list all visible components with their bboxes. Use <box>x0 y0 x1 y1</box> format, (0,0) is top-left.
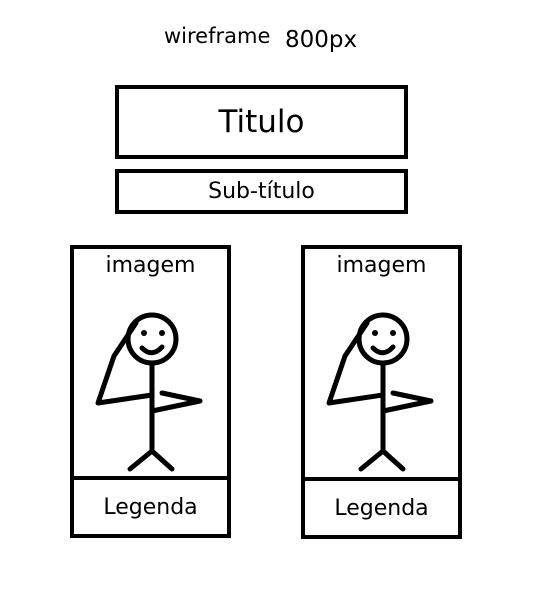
stick-figure-icon <box>95 312 203 472</box>
subtitle-label: Sub-título <box>208 179 315 204</box>
heading-size: 800px <box>285 27 358 53</box>
heading-word: wireframe <box>164 24 271 48</box>
caption-box: Legenda <box>305 477 458 535</box>
image-label: imagem <box>336 253 427 278</box>
caption-label: Legenda <box>334 495 429 521</box>
caption-label: Legenda <box>103 494 198 520</box>
title-label: Titulo <box>218 104 305 140</box>
image-card-left: imagem Legenda <box>70 245 231 538</box>
image-card-right: imagem Legenda <box>301 245 462 539</box>
caption-box: Legenda <box>74 476 227 534</box>
wireframe-heading: wireframe 800px <box>0 24 542 58</box>
stick-figure-icon <box>326 312 434 472</box>
title-box: Titulo <box>115 85 408 159</box>
image-label: imagem <box>105 253 196 278</box>
subtitle-box: Sub-título <box>115 169 408 214</box>
